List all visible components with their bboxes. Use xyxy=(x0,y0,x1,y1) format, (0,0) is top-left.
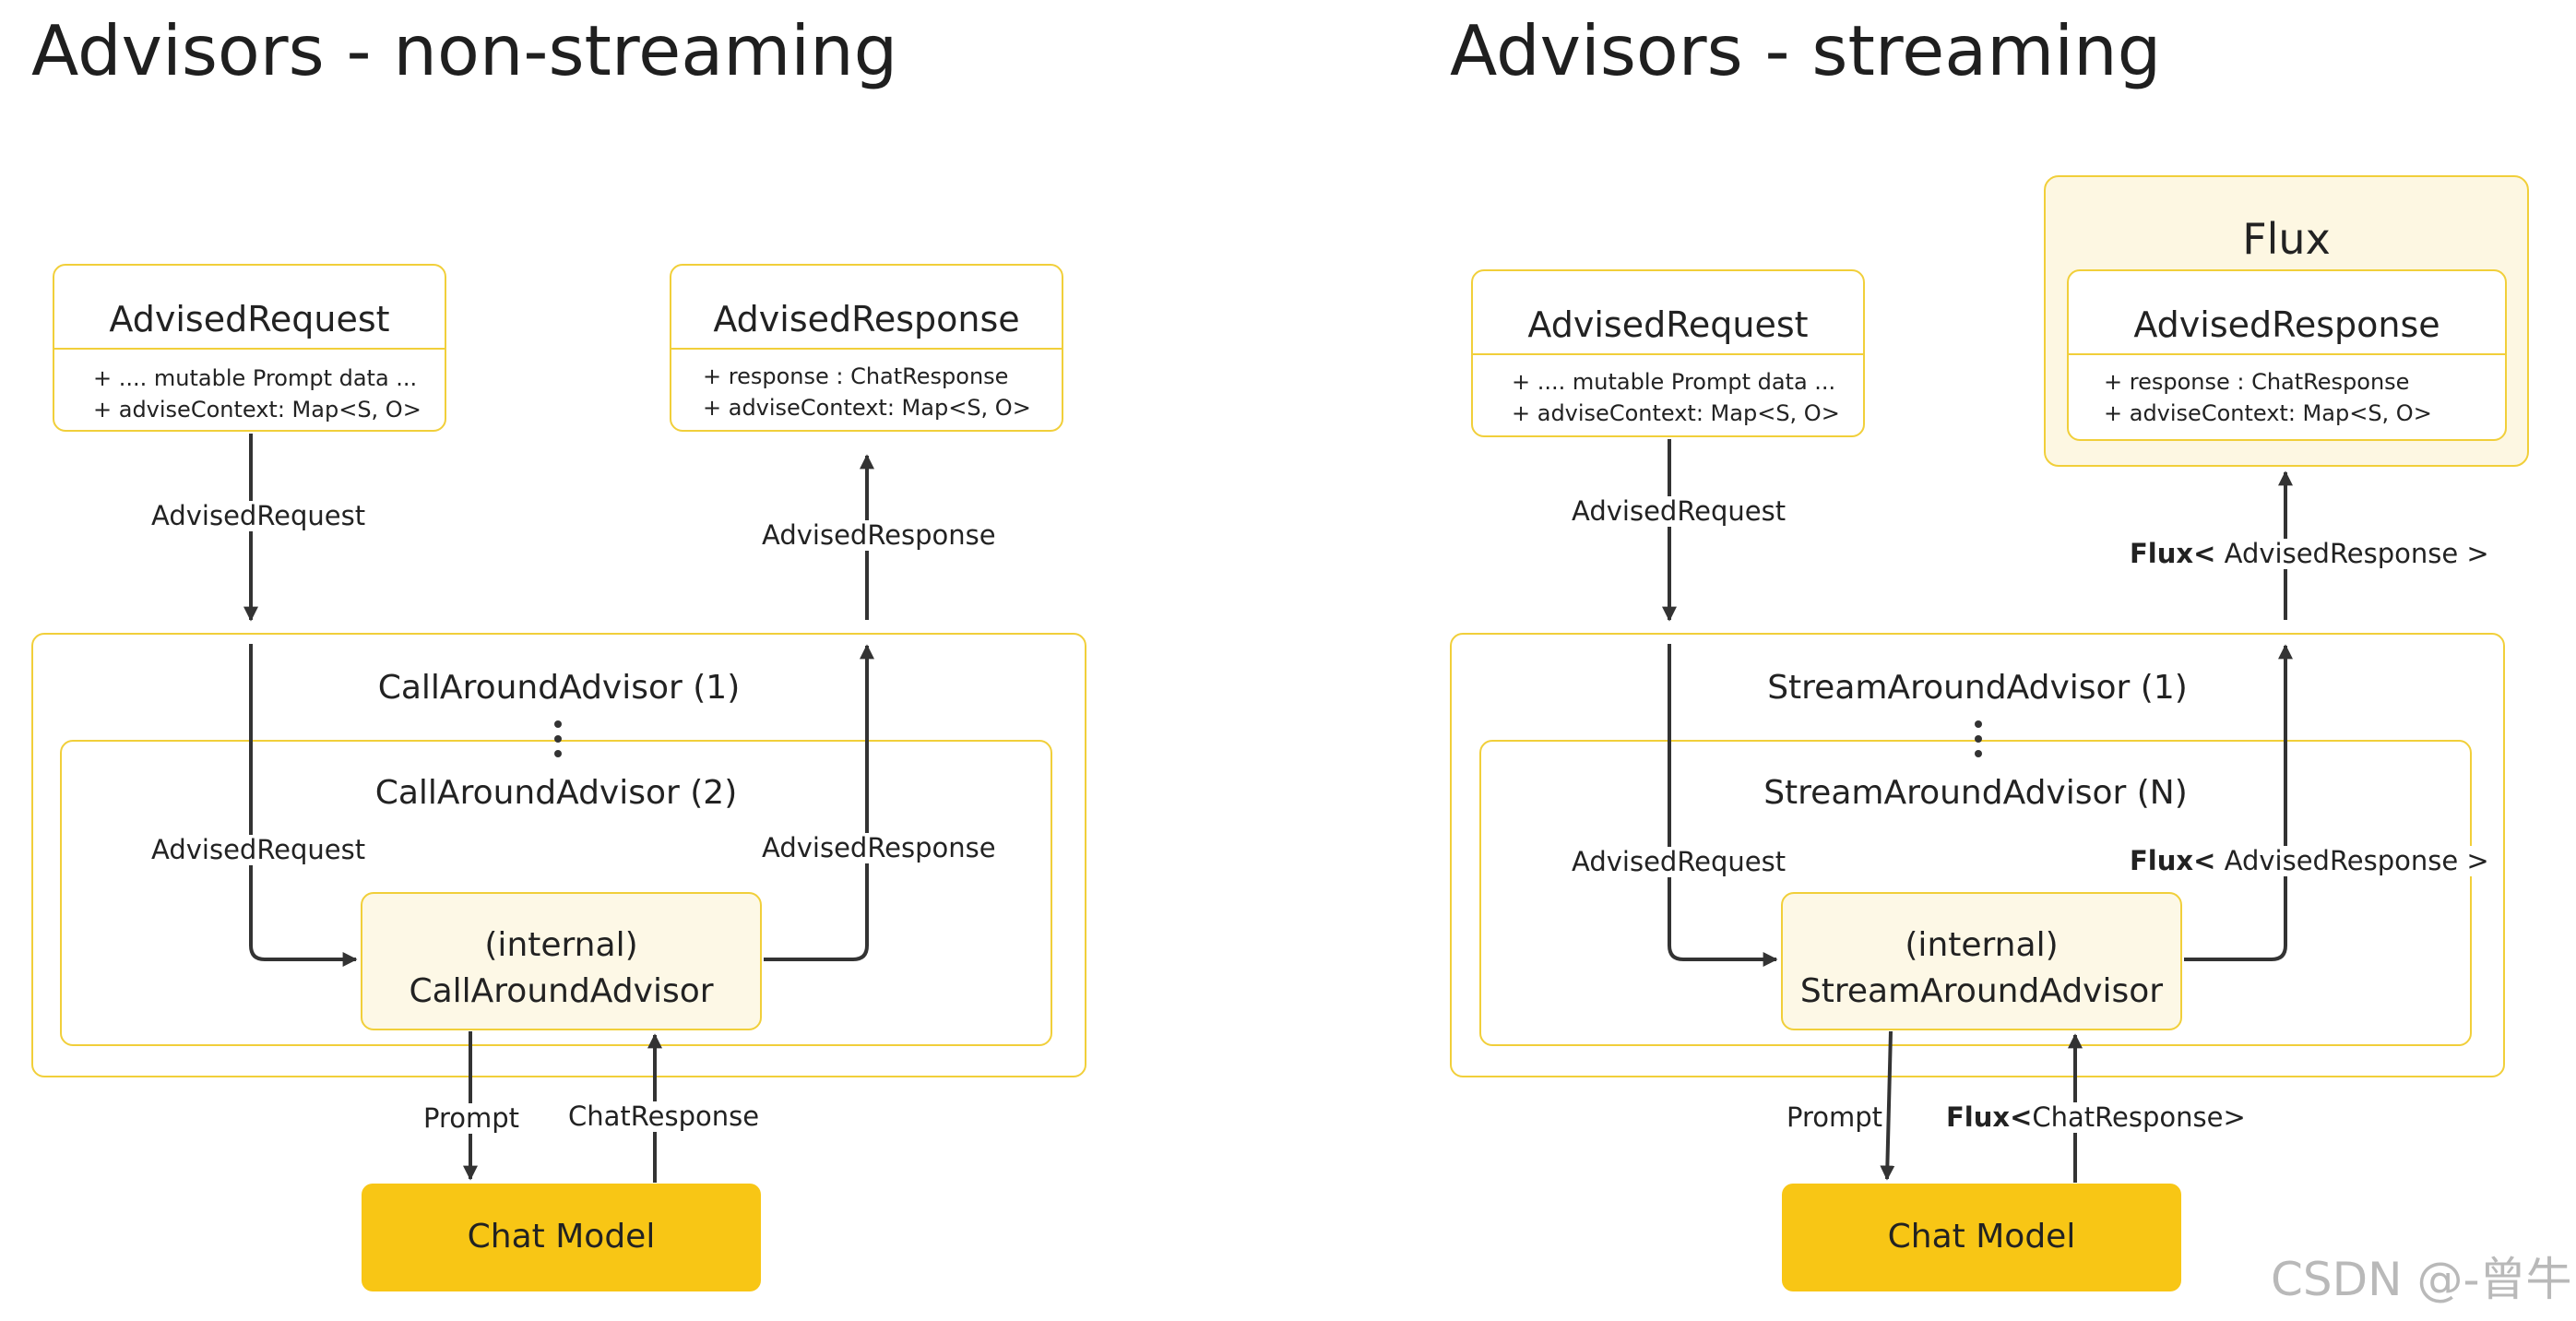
class-divider xyxy=(54,348,445,350)
class-attribute: + response : ChatResponse xyxy=(703,363,1009,389)
arrow-stream-request-inner xyxy=(1668,644,1778,967)
class-name: AdvisedRequest xyxy=(1527,304,1809,345)
advised-response-class: AdvisedResponse + response : ChatRespons… xyxy=(670,264,1063,432)
label-request-inner: AdvisedRequest xyxy=(148,835,370,865)
internal-advisor: (internal) CallAroundAdvisor xyxy=(361,892,762,1030)
label-flux-prefix: Flux< xyxy=(2130,538,2216,569)
class-attribute: + adviseContext: Map<S, O> xyxy=(703,395,1031,421)
internal-stream-advisor: (internal) StreamAroundAdvisor xyxy=(1781,892,2182,1030)
ellipsis-dot xyxy=(1975,720,1982,728)
ellipsis-dot xyxy=(1975,735,1982,743)
label-flux-prefix: Flux< xyxy=(2130,845,2216,876)
class-name: AdvisedRequest xyxy=(109,299,390,339)
label-prompt: Prompt xyxy=(420,1103,524,1134)
ellipsis-dot xyxy=(554,735,562,743)
class-attribute: + adviseContext: Map<S, O> xyxy=(2104,400,2432,426)
advised-request-class: AdvisedRequest + .... mutable Prompt dat… xyxy=(53,264,446,432)
stream-advised-request-class: AdvisedRequest + .... mutable Prompt dat… xyxy=(1471,269,1865,437)
label-flux-rest: AdvisedResponse > xyxy=(2215,538,2489,569)
internal-stream-advisor-line1: (internal) xyxy=(1905,926,2059,964)
class-name: AdvisedResponse xyxy=(2133,304,2440,345)
internal-stream-advisor-line2: StreamAroundAdvisor xyxy=(1799,972,2164,1010)
label-stream-chat-response: Flux<ChatResponse> xyxy=(1942,1102,2250,1133)
ellipsis-dot xyxy=(1975,750,1982,757)
ellipsis-dot xyxy=(554,750,562,757)
label-stream-prompt: Prompt xyxy=(1783,1102,1887,1133)
internal-advisor-line2: CallAroundAdvisor xyxy=(409,972,714,1010)
right-title: Advisors - streaming xyxy=(1450,10,2162,91)
stream-chat-model-label: Chat Model xyxy=(1887,1218,2076,1256)
ellipsis-dot xyxy=(554,720,562,728)
label-stream-response-out: Flux< AdvisedResponse > xyxy=(2126,539,2493,569)
arrow-stream-response-inner xyxy=(2184,644,2293,961)
label-flux-prefix: Flux< xyxy=(1946,1101,2033,1133)
class-attribute: + adviseContext: Map<S, O> xyxy=(93,397,421,422)
label-request-in: AdvisedRequest xyxy=(148,501,370,531)
class-attribute: + .... mutable Prompt data ... xyxy=(1512,369,1836,395)
class-name: AdvisedResponse xyxy=(713,299,1020,339)
label-stream-response-inner: Flux< AdvisedResponse > xyxy=(2126,846,2493,876)
outer-advisor-label: CallAroundAdvisor (1) xyxy=(377,669,741,707)
left-title: Advisors - non-streaming xyxy=(31,10,898,91)
internal-advisor-line1: (internal) xyxy=(484,926,638,964)
arrow-request-inner xyxy=(249,644,358,967)
outer-stream-advisor-label: StreamAroundAdvisor (1) xyxy=(1767,669,2188,707)
arrow-stream-prompt xyxy=(1880,1030,1895,1181)
class-attribute: + .... mutable Prompt data ... xyxy=(93,365,418,391)
label-chat-response: ChatResponse xyxy=(564,1101,764,1132)
chat-model: Chat Model xyxy=(362,1184,761,1291)
class-attribute: + response : ChatResponse xyxy=(2104,369,2410,395)
label-response-inner: AdvisedResponse xyxy=(758,833,1000,863)
class-divider xyxy=(1473,353,1863,355)
inner-stream-advisor-label: StreamAroundAdvisor (N) xyxy=(1763,774,2188,812)
label-stream-request-inner: AdvisedRequest xyxy=(1568,847,1790,877)
arrow-response-inner xyxy=(764,644,874,961)
stream-advised-response-class: AdvisedResponse + response : ChatRespons… xyxy=(2067,269,2507,441)
chat-model-label: Chat Model xyxy=(467,1218,656,1256)
label-stream-request-in: AdvisedRequest xyxy=(1568,496,1790,527)
inner-advisor-label: CallAroundAdvisor (2) xyxy=(374,774,738,812)
stream-chat-model: Chat Model xyxy=(1782,1184,2181,1291)
label-response-out: AdvisedResponse xyxy=(758,520,1000,551)
label-flux-rest: ChatResponse> xyxy=(2032,1101,2246,1133)
class-attribute: + adviseContext: Map<S, O> xyxy=(1512,400,1840,426)
class-divider xyxy=(2069,353,2505,355)
flux-title: Flux xyxy=(2242,214,2331,264)
label-flux-rest: AdvisedResponse > xyxy=(2215,845,2489,876)
class-divider xyxy=(671,348,1062,350)
watermark: CSDN @-曾牛 xyxy=(2271,1253,2572,1306)
